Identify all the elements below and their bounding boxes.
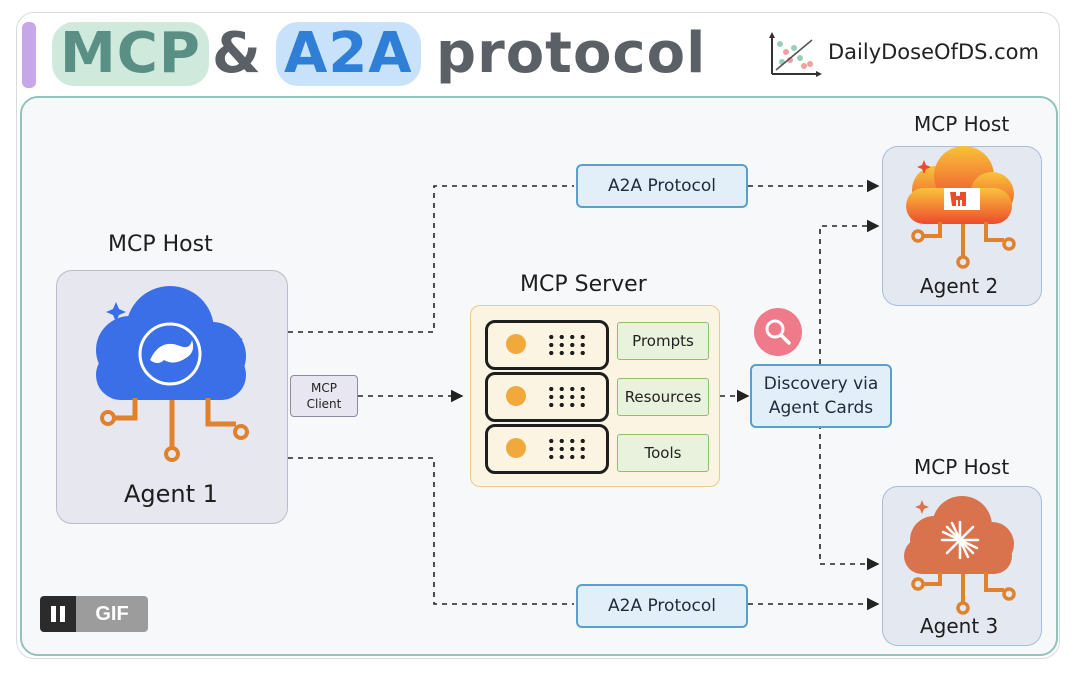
a2a-protocol-top[interactable]: A2A Protocol: [576, 164, 748, 208]
server-unit-1: [485, 320, 609, 370]
title-a2a: A2A: [276, 22, 421, 86]
server-led: [506, 334, 526, 354]
server-led: [506, 386, 526, 406]
agent2-name: Agent 2: [920, 274, 999, 298]
brand-text[interactable]: DailyDoseOfDS.com: [828, 40, 1039, 64]
mcp-client-box[interactable]: MCP Client: [290, 375, 358, 417]
line-discovery-to-agent3: [819, 424, 880, 571]
pause-icon[interactable]: [40, 596, 76, 632]
server-tag-tools[interactable]: Tools: [617, 434, 709, 472]
discovery-line2: Agent Cards: [768, 398, 874, 418]
agent1-host-label: MCP Host: [108, 232, 213, 257]
line-agent1-to-a2a-top: [288, 185, 574, 333]
server-vent: [546, 437, 588, 459]
server-led: [506, 438, 526, 458]
title-protocol: protocol: [436, 21, 707, 86]
gif-label: GIF: [76, 596, 148, 632]
server-tag-resources[interactable]: Resources: [617, 378, 709, 416]
agent2-host-label: MCP Host: [914, 112, 1010, 136]
discovery-line1: Discovery via: [763, 374, 879, 394]
agent3-host-label: MCP Host: [914, 455, 1010, 479]
mcp-client-line1: MCP: [311, 381, 337, 395]
server-vent: [546, 333, 588, 355]
agent1-name: Agent 1: [124, 480, 218, 508]
title-mcp: MCP: [52, 22, 209, 86]
server-tag-prompts[interactable]: Prompts: [617, 322, 709, 360]
server-title: MCP Server: [520, 272, 647, 297]
line-agent1-to-a2a-bottom: [288, 457, 574, 605]
server-vent: [546, 385, 588, 407]
mcp-client-line2: Client: [306, 397, 342, 411]
server-unit-3: [485, 424, 609, 474]
mcp-server-box[interactable]: Prompts Resources Tools: [470, 305, 720, 487]
gif-badge[interactable]: GIF: [40, 596, 148, 632]
brand-logo-icon: [769, 32, 822, 77]
discovery-agent-cards-box[interactable]: Discovery via Agent Cards: [750, 364, 892, 428]
server-unit-2: [485, 372, 609, 422]
title-accent-bar: [22, 22, 36, 88]
title-ampersand: &: [212, 21, 262, 86]
a2a-protocol-bottom[interactable]: A2A Protocol: [576, 584, 748, 628]
agent3-name: Agent 3: [920, 614, 999, 638]
